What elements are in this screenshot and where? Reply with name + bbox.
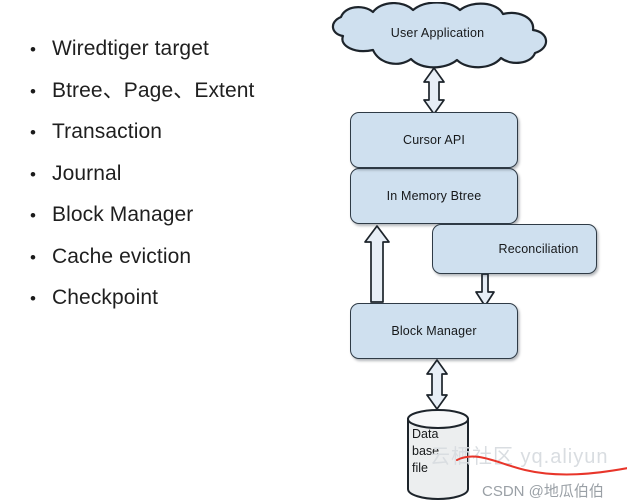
arrow-reconcile-to-blockmgr [475,273,495,307]
red-annotation-line [456,455,627,476]
cylinder-label: Data base file [412,426,470,477]
bullet-label: Wiredtiger target [52,37,209,60]
bullet-label: Transaction [52,120,163,143]
bullet-label: Btree、Page、Extent [52,78,255,102]
bullet-marker-icon: • [30,206,36,225]
bullet-label: Checkpoint [52,286,159,309]
architecture-diagram: User Application Cursor API [310,0,627,503]
bullet-marker-icon: • [30,81,36,101]
cylinder-label-line1: Data [412,427,439,441]
arrow-blockmgr-to-inmemory [364,225,390,303]
list-item: • Journal [30,163,330,205]
watermark-csdn: CSDN @地瓜伯伯 [482,483,604,500]
bullet-marker-icon: • [30,289,36,308]
list-item: • Transaction [30,121,330,163]
node-in-memory-btree[interactable]: In Memory Btree [350,168,518,224]
bullet-marker-icon: • [30,164,36,184]
bullet-marker-icon: • [30,247,36,267]
bullet-list: • Wiredtiger target • Btree、Page、Extent … [30,38,330,329]
node-label: Block Manager [391,324,477,338]
node-label: In Memory Btree [386,189,482,203]
node-cursor-api[interactable]: Cursor API [350,112,518,168]
list-item: • Checkpoint [30,287,330,329]
list-item: • Cache eviction [30,246,330,288]
bullet-label: Cache eviction [52,244,192,268]
cylinder-label-line2: base [412,444,440,458]
list-item: • Btree、Page、Extent [30,80,330,122]
bullet-marker-icon: • [30,123,36,142]
bullet-label: Journal [52,161,122,185]
list-item: • Wiredtiger target [30,38,330,80]
arrow-blockmgr-to-database [426,359,448,410]
database-cylinder[interactable]: Data base file [402,408,474,500]
node-reconciliation[interactable]: Reconciliation [432,224,597,274]
cloud-icon [331,2,548,69]
arrow-cloud-to-cursor-api [423,67,445,115]
cylinder-label-line3: file [412,461,428,475]
bullet-label: Block Manager [52,203,194,226]
list-item: • Block Manager [30,204,330,246]
cloud-label: User Application [390,26,485,40]
node-label: Reconciliation [498,242,579,256]
watermark-aliyun: 云栖社区 yq.aliyun [430,446,609,468]
cylinder-icon [407,409,469,500]
user-application-cloud: User Application [315,2,560,70]
bullet-marker-icon: • [30,40,36,59]
node-label: Cursor API [403,133,465,147]
node-block-manager[interactable]: Block Manager [350,303,518,359]
